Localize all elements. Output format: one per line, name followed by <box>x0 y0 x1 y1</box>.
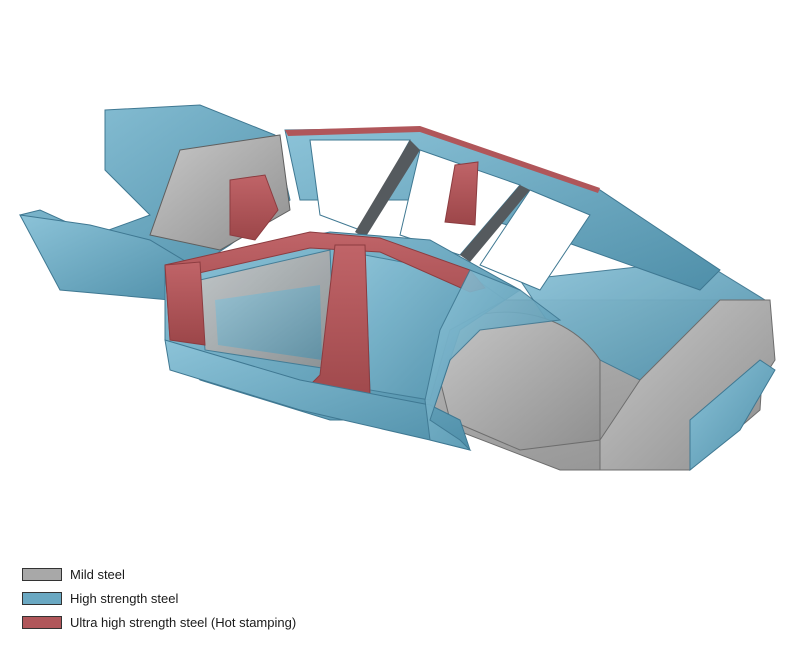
legend-label-high-strength-steel: High strength steel <box>70 590 179 606</box>
car-body-illustration <box>19 104 776 472</box>
front-door-inner <box>215 285 322 360</box>
legend-label-ultra-high-strength-steel: Ultra high strength steel (Hot stamping) <box>70 614 297 630</box>
legend-item-high-strength-steel: High strength steel <box>22 588 442 608</box>
roof-bow-1 <box>355 140 420 238</box>
legend-item-ultra-high-strength-steel: Ultra high strength steel (Hot stamping) <box>22 612 442 632</box>
roof-rail-top <box>285 126 600 193</box>
legend-swatch-ultra-high-strength-steel <box>22 615 62 629</box>
front-strut-tower <box>229 174 279 241</box>
b-pillar-upper <box>444 161 479 226</box>
legend-swatch-mild-steel <box>22 567 62 581</box>
legend-item-mild-steel: Mild steel <box>22 564 442 584</box>
rear-bumper-beam <box>689 359 776 472</box>
rear-quarter <box>424 269 562 451</box>
legend-swatch-high-strength-steel <box>22 591 62 605</box>
legend: Mild steel High strength steel Ultra hig… <box>22 564 442 636</box>
roof-bow-2 <box>460 185 530 262</box>
roof-opening-rear <box>479 189 591 291</box>
hinge-pillar <box>164 261 206 346</box>
legend-label-mild-steel: Mild steel <box>70 566 125 582</box>
